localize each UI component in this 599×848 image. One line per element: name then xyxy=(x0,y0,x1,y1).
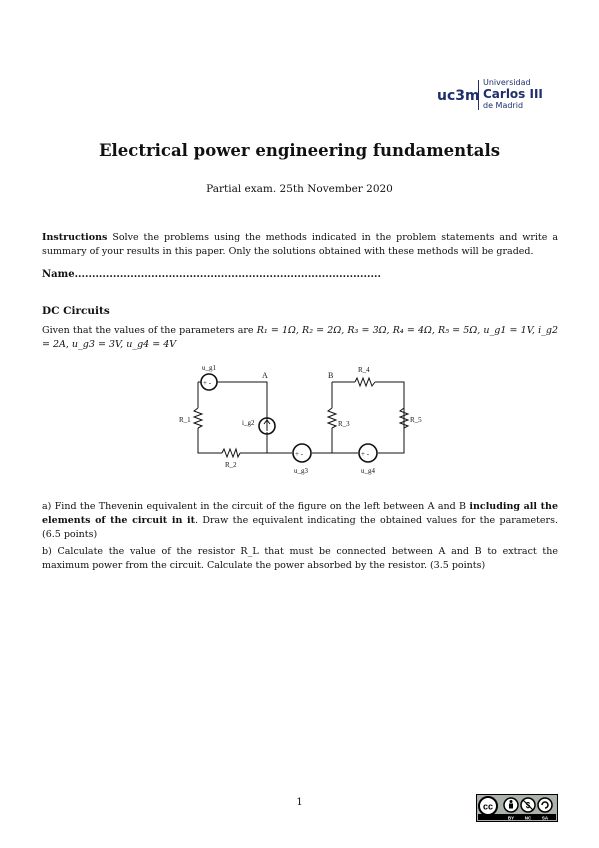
question-a-text1: a) Find the Thevenin equivalent in the c… xyxy=(42,501,470,512)
given-paragraph: Given that the values of the parameters … xyxy=(42,324,558,352)
resistor-r4 xyxy=(354,376,376,388)
instructions-paragraph: Instructions Solve the problems using th… xyxy=(42,231,558,259)
instructions-text: Solve the problems using the methods ind… xyxy=(42,232,558,257)
cc-icon xyxy=(478,796,498,816)
label-ug1: u_g1 xyxy=(202,364,217,372)
instructions-heading: Instructions xyxy=(42,232,108,243)
question-a: a) Find the Thevenin equivalent in the c… xyxy=(42,500,558,542)
current-source-ig2 xyxy=(258,417,276,435)
voltage-source-ug1 xyxy=(200,373,218,391)
resistor-r5 xyxy=(398,407,410,429)
wire xyxy=(217,381,268,420)
document-subtitle: Partial exam. 25th November 2020 xyxy=(206,183,393,195)
cc-text: cc xyxy=(483,802,493,812)
document-title: Electrical power engineering fundamental… xyxy=(98,141,501,160)
wire xyxy=(378,408,405,454)
ug3-polarity: + - xyxy=(295,450,304,458)
label-a: A xyxy=(262,371,268,380)
label-r4: R_4 xyxy=(358,366,370,374)
wire xyxy=(197,428,222,454)
name-line: Name....................................… xyxy=(42,269,381,280)
label-ig2: i_g2 xyxy=(242,419,255,427)
page-number: 1 xyxy=(296,797,303,808)
ug1-polarity: + - xyxy=(203,379,212,387)
uc3m-logo: uc3m Universidad Carlos III de Madrid xyxy=(437,78,587,112)
logo-line2: Carlos III xyxy=(483,87,543,101)
circuit-diagram: + - + - + - u_g1 A B R_4 R_1 i_g2 R_3 R_… xyxy=(179,364,422,475)
label-b: B xyxy=(328,371,333,380)
arrow-up-icon xyxy=(263,419,271,431)
voltage-source-ug3 xyxy=(292,443,312,463)
ug4-polarity: + - xyxy=(361,450,370,458)
by-label: BY xyxy=(508,816,514,821)
label-ug4: u_g4 xyxy=(361,467,376,475)
sa-icon xyxy=(537,797,553,813)
logo-line1: Universidad xyxy=(483,78,531,87)
resistor-r1 xyxy=(192,407,204,429)
nc-label: NC xyxy=(525,816,532,821)
section-title: DC Circuits xyxy=(42,305,110,317)
logo-line3: de Madrid xyxy=(483,101,524,110)
given-intro: Given that the values of the parameters … xyxy=(42,325,257,336)
wire xyxy=(375,381,405,428)
label-r3: R_3 xyxy=(338,420,350,428)
question-b: b) Calculate the value of the resistor R… xyxy=(42,546,558,571)
label-r1: R_1 xyxy=(179,416,191,424)
resistor-r2 xyxy=(221,447,241,459)
voltage-source-ug4 xyxy=(358,443,378,463)
label-ug3: u_g3 xyxy=(294,467,309,475)
logo-divider xyxy=(478,80,479,110)
logo-acronym: uc3m xyxy=(437,88,480,104)
resistor-r3 xyxy=(326,407,338,429)
sa-label: SA xyxy=(542,816,549,821)
given-values: R₁ = 1Ω, R₂ = 2Ω, R₃ = 3Ω, R₄ = 4Ω, R₅ =… xyxy=(42,325,558,350)
label-r5: R_5 xyxy=(410,416,422,424)
cc-license-badge: cc $ BY NC SA xyxy=(476,794,558,822)
label-r2: R_2 xyxy=(225,461,237,469)
question-a-bold: including all the elements of the circui… xyxy=(42,501,558,526)
question-a-text2: . Draw the equivalent indicating the obt… xyxy=(42,515,558,540)
